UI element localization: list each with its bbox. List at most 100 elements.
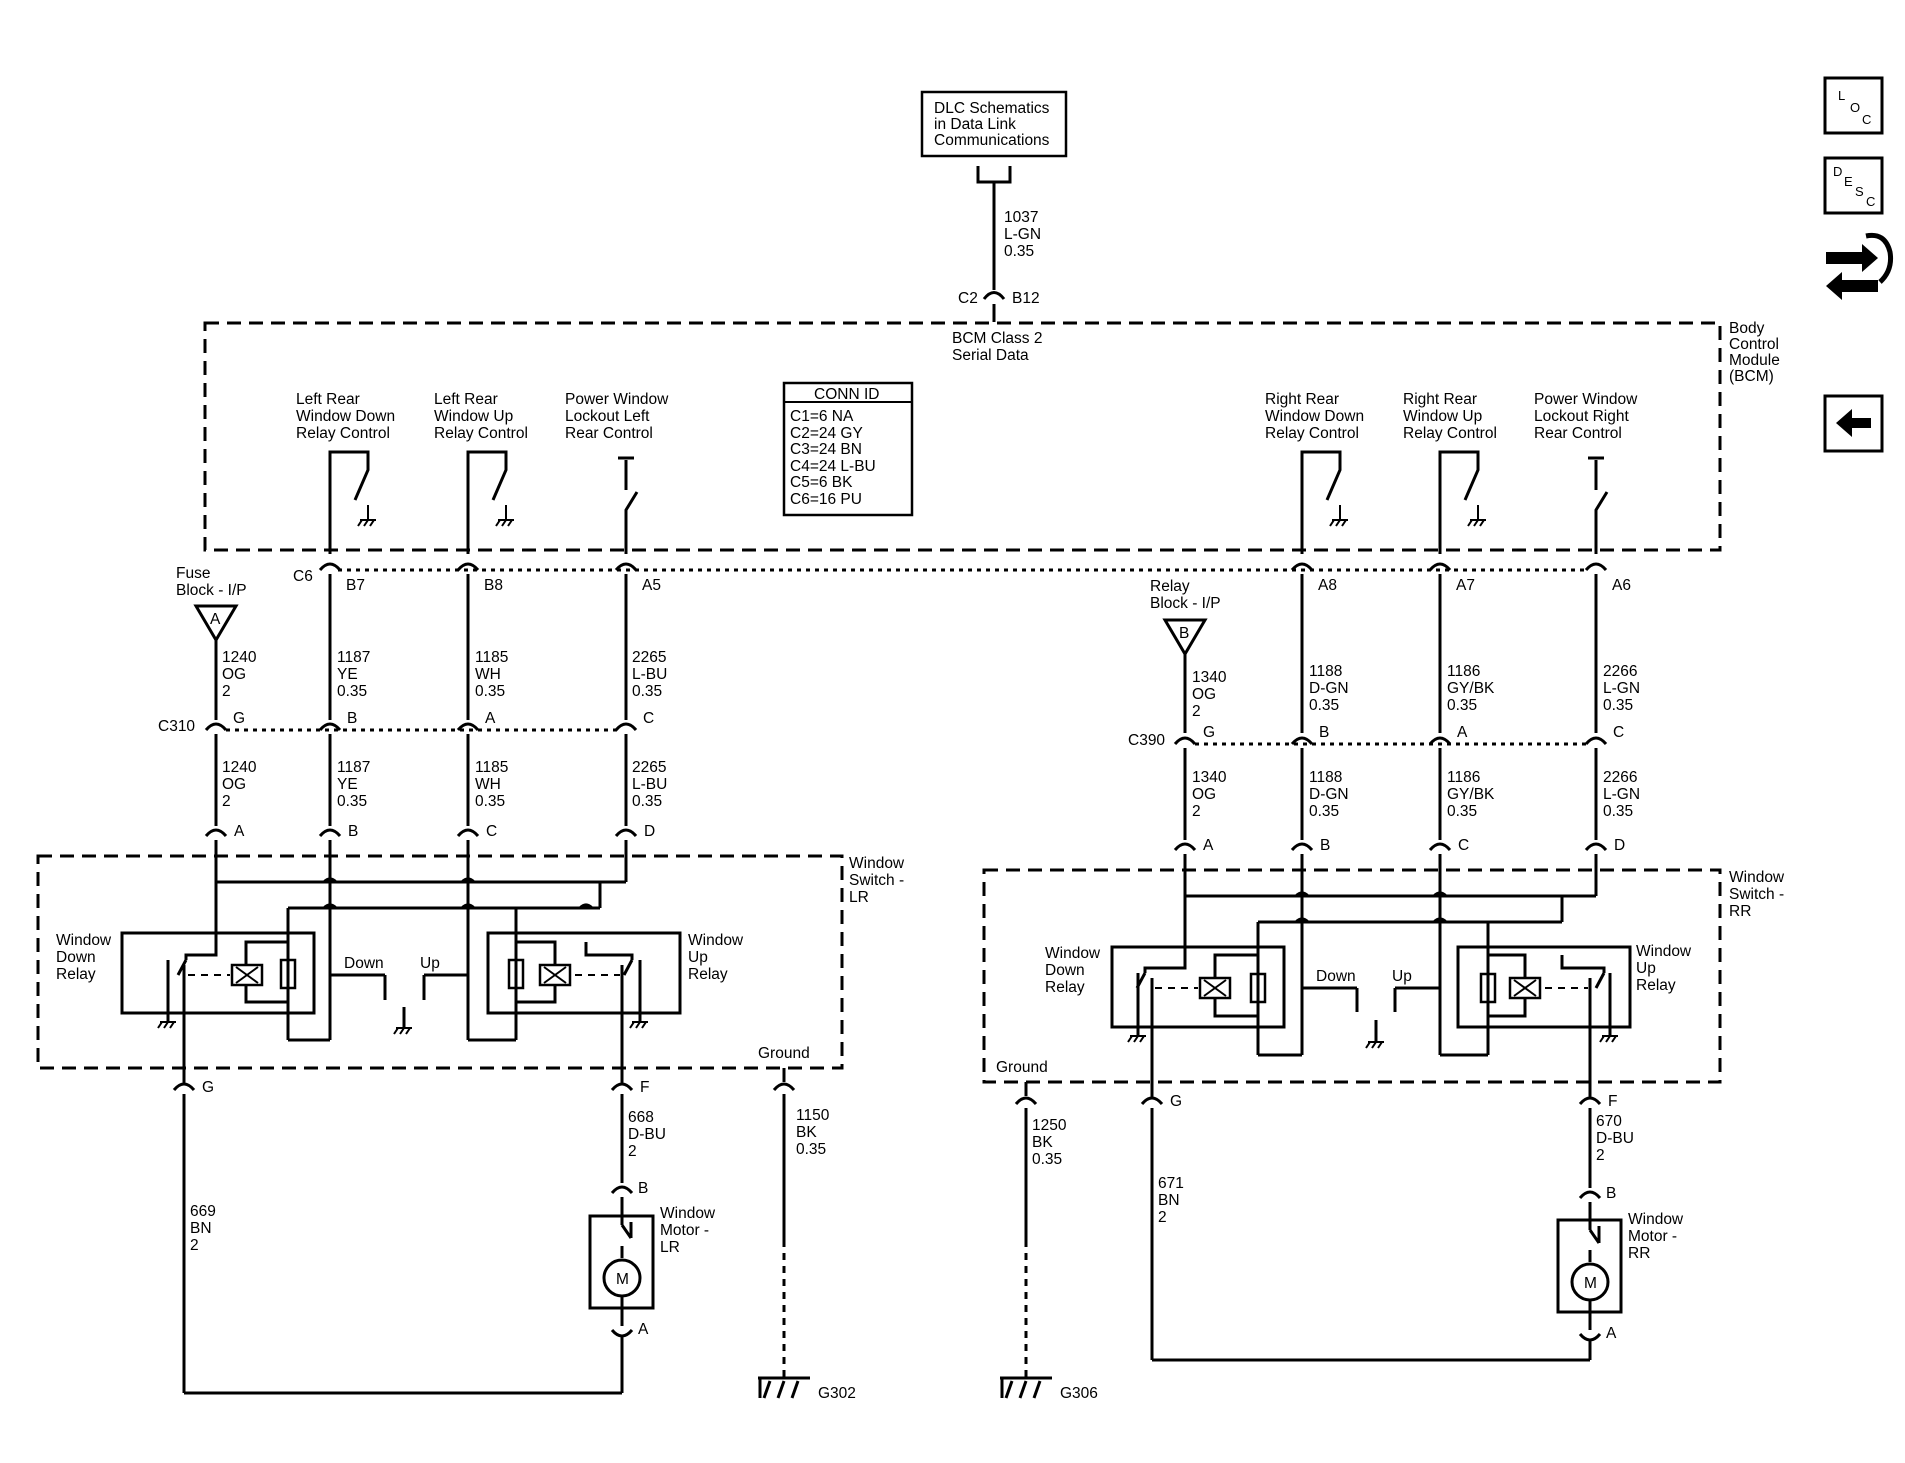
wire-label: 0.35 xyxy=(337,793,367,810)
conn-id-row: C6=16 PU xyxy=(790,491,862,508)
conn-id-row: C2=24 GY xyxy=(790,425,863,442)
switch-rr-internal xyxy=(1110,854,1632,1098)
pin-label: G xyxy=(202,1079,214,1096)
motor-symbol: M xyxy=(616,1271,629,1288)
wire-label: YE xyxy=(337,666,358,683)
fuse-block-label: Fuse xyxy=(176,565,210,582)
desc-icon[interactable]: D E S C xyxy=(1823,156,1884,215)
back-arrow-icon[interactable] xyxy=(1823,394,1884,453)
bcm-output-label: Left Rear xyxy=(296,391,360,408)
connector-hand-icon[interactable] xyxy=(1826,232,1893,300)
switch-label: RR xyxy=(1729,903,1751,920)
pin-label: B8 xyxy=(484,577,503,594)
wire-label: 671 xyxy=(1158,1175,1184,1192)
relay-label: Up xyxy=(688,949,708,966)
wire-label: 2 xyxy=(190,1237,199,1254)
conn-id-table: CONN ID C1=6 NA C2=24 GY C3=24 BN C4=24 … xyxy=(782,381,914,517)
relay-label: Down xyxy=(56,949,96,966)
relay-block-triangle xyxy=(1162,618,1208,657)
wire-label: BN xyxy=(190,1220,212,1237)
wire-label: 0.35 xyxy=(1309,803,1339,820)
wire-label: 0.35 xyxy=(1309,697,1339,714)
switch-lr-internal xyxy=(120,840,682,1085)
loc-icon[interactable]: L O C xyxy=(1823,76,1884,135)
wire-label: 1186 xyxy=(1447,769,1480,786)
pin-label: B xyxy=(347,710,357,727)
pin-label: C xyxy=(1458,837,1469,854)
bcm-output-label: Rear Control xyxy=(565,425,653,442)
pin-label: A xyxy=(1457,724,1468,741)
switch-label: Window xyxy=(849,855,905,872)
wire-label: 2265 xyxy=(632,759,666,776)
down-label: Down xyxy=(344,955,384,972)
bcm-output-label: Right Rear xyxy=(1265,391,1339,408)
wire-label: 2266 xyxy=(1603,769,1637,786)
switch-label: Switch - xyxy=(849,872,904,889)
relay-letter: B xyxy=(1179,625,1189,642)
pin-label: A xyxy=(234,823,245,840)
ground-g302-symbol xyxy=(758,1376,810,1399)
wire-label: D-GN xyxy=(1309,680,1349,697)
wire-label: D-BU xyxy=(628,1126,666,1143)
window-down-relay-lr xyxy=(120,931,316,1015)
conn-id-title: CONN ID xyxy=(814,386,879,403)
wire-label: OG xyxy=(222,666,246,683)
relay-label: Relay xyxy=(1636,977,1676,994)
pin-label: F xyxy=(1608,1093,1617,1110)
dlc-line3: Communications xyxy=(934,132,1050,149)
relay-label: Window xyxy=(1045,945,1101,962)
window-motor-rr xyxy=(1556,1190,1623,1342)
fuse-block-triangle xyxy=(193,604,239,643)
wire-label: OG xyxy=(222,776,246,793)
dlc-schematics-link[interactable]: DLC Schematics in Data Link Communicatio… xyxy=(920,90,1068,158)
bcm-output-label: Relay Control xyxy=(296,425,390,442)
relay-block-label: Block - I/P xyxy=(1150,595,1221,612)
relay-label: Window xyxy=(56,932,112,949)
fuse-block-label: Block - I/P xyxy=(176,582,247,599)
window-up-relay-lr xyxy=(486,931,682,1015)
wire-label: 1188 xyxy=(1309,769,1342,786)
bcm-output-label: Relay Control xyxy=(1265,425,1359,442)
desc-letter: C xyxy=(1866,194,1875,209)
ground-label: Ground xyxy=(996,1059,1048,1076)
pin-label: A5 xyxy=(642,577,661,594)
c390-label: C390 xyxy=(1128,732,1165,749)
bcm-b12-label: B12 xyxy=(1012,290,1040,307)
down-label: Down xyxy=(1316,968,1356,985)
wire-1037-gauge: 0.35 xyxy=(1004,243,1034,260)
relay-label: Window xyxy=(1636,943,1692,960)
wire-label: 1185 xyxy=(475,759,508,776)
wire-label: 2 xyxy=(1192,803,1201,820)
pin-label: G xyxy=(1170,1093,1182,1110)
bcm-output-label: Window Up xyxy=(1403,408,1482,425)
wire-label: L-GN xyxy=(1603,786,1640,803)
pin-label: C xyxy=(643,710,654,727)
bcm-serial2: Serial Data xyxy=(952,347,1029,364)
wire-label: L-BU xyxy=(632,776,667,793)
bcm-output-label: Window Up xyxy=(434,408,513,425)
dlc-line1: DLC Schematics xyxy=(934,100,1050,117)
pin-label: D xyxy=(644,823,655,840)
fuse-letter: A xyxy=(210,611,221,628)
pin-label: B xyxy=(1606,1185,1616,1202)
desc-letter: D xyxy=(1833,164,1842,179)
wire-label: 0.35 xyxy=(1447,803,1477,820)
bcm-output-label: Window Down xyxy=(1265,408,1364,425)
pin-label: B xyxy=(638,1180,648,1197)
wire-label: L-BU xyxy=(632,666,667,683)
c310-label: C310 xyxy=(158,718,195,735)
ground-g306-symbol xyxy=(1000,1376,1052,1399)
wire-label: 1150 xyxy=(796,1107,830,1124)
wire-label: BN xyxy=(1158,1192,1180,1209)
bcm-c6-label: C6 xyxy=(293,568,313,585)
wire-label: 2265 xyxy=(632,649,666,666)
wire-1037-circuit: 1037 xyxy=(1004,209,1038,226)
up-label: Up xyxy=(420,955,440,972)
motor-label: Window xyxy=(660,1205,716,1222)
window-down-relay-rr xyxy=(1110,945,1286,1029)
loc-letter: O xyxy=(1850,100,1860,115)
dlc-connector xyxy=(976,166,1012,184)
pin-label: F xyxy=(640,1079,649,1096)
pin-label: C xyxy=(486,823,497,840)
